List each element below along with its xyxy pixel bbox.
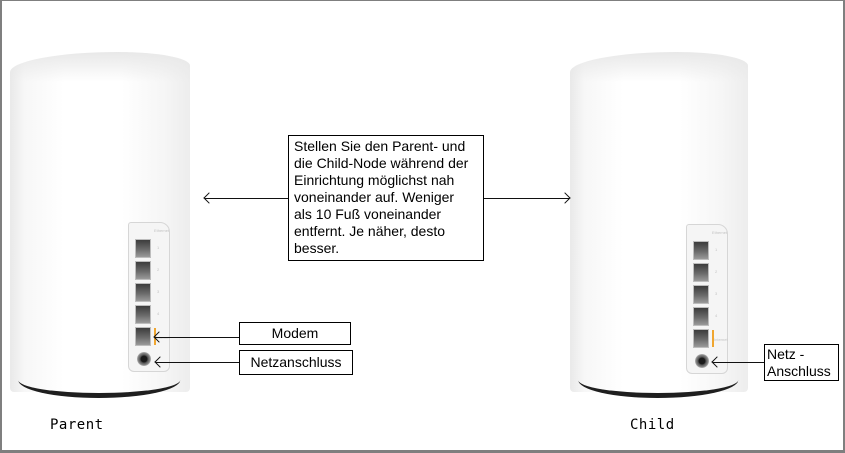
parent-ethernet-port-3 bbox=[135, 283, 151, 302]
parent-port-panel: Ethernet 1 2 3 4 Internet bbox=[128, 222, 170, 372]
child-ethernet-port-1 bbox=[693, 241, 709, 260]
child-internet-label: Internet bbox=[714, 337, 728, 342]
parent-port-num-2: 2 bbox=[157, 267, 160, 272]
parent-ethernet-port-2 bbox=[135, 261, 151, 280]
child-internet-port bbox=[693, 329, 709, 348]
placement-instruction-callout: Stellen Sie den Parent- und die Child-No… bbox=[288, 135, 484, 261]
arrow-to-child-line bbox=[484, 198, 569, 199]
parent-power-callout: Netzanschluss bbox=[239, 350, 353, 375]
child-port-panel: Ethernet 1 2 3 4 Internet bbox=[686, 224, 728, 374]
parent-caption: Parent bbox=[50, 417, 104, 433]
child-port-num-1: 1 bbox=[715, 247, 718, 252]
child-ethernet-port-2 bbox=[693, 263, 709, 282]
parent-ethernet-port-4 bbox=[135, 305, 151, 324]
parent-power-jack bbox=[137, 352, 151, 366]
child-internet-accent bbox=[712, 330, 714, 347]
child-port-num-2: 2 bbox=[715, 269, 718, 274]
child-ethernet-port-3 bbox=[693, 285, 709, 304]
parent-ethernet-label: Ethernet bbox=[154, 228, 170, 233]
parent-power-pointer-line bbox=[156, 362, 239, 363]
parent-internet-accent bbox=[154, 328, 156, 345]
child-power-callout: Netz - Anschluss bbox=[764, 344, 839, 381]
child-port-num-3: 3 bbox=[715, 291, 718, 296]
child-power-pointer-line bbox=[713, 362, 764, 363]
child-ethernet-label: Ethernet bbox=[712, 230, 728, 235]
parent-port-num-3: 3 bbox=[157, 289, 160, 294]
parent-port-num-4: 4 bbox=[157, 311, 160, 316]
parent-internet-port bbox=[135, 327, 151, 346]
child-ethernet-port-4 bbox=[693, 307, 709, 326]
child-power-jack bbox=[695, 354, 709, 368]
child-port-num-4: 4 bbox=[715, 313, 718, 318]
child-device: Ethernet 1 2 3 4 Internet bbox=[570, 52, 748, 398]
parent-port-num-1: 1 bbox=[157, 245, 160, 250]
child-caption: Child bbox=[630, 417, 675, 433]
modem-callout: Modem bbox=[239, 322, 351, 345]
parent-device: Ethernet 1 2 3 4 Internet bbox=[10, 52, 190, 398]
parent-ethernet-port-1 bbox=[135, 239, 151, 258]
modem-pointer-line bbox=[155, 337, 239, 338]
arrow-to-parent-line bbox=[205, 198, 288, 199]
